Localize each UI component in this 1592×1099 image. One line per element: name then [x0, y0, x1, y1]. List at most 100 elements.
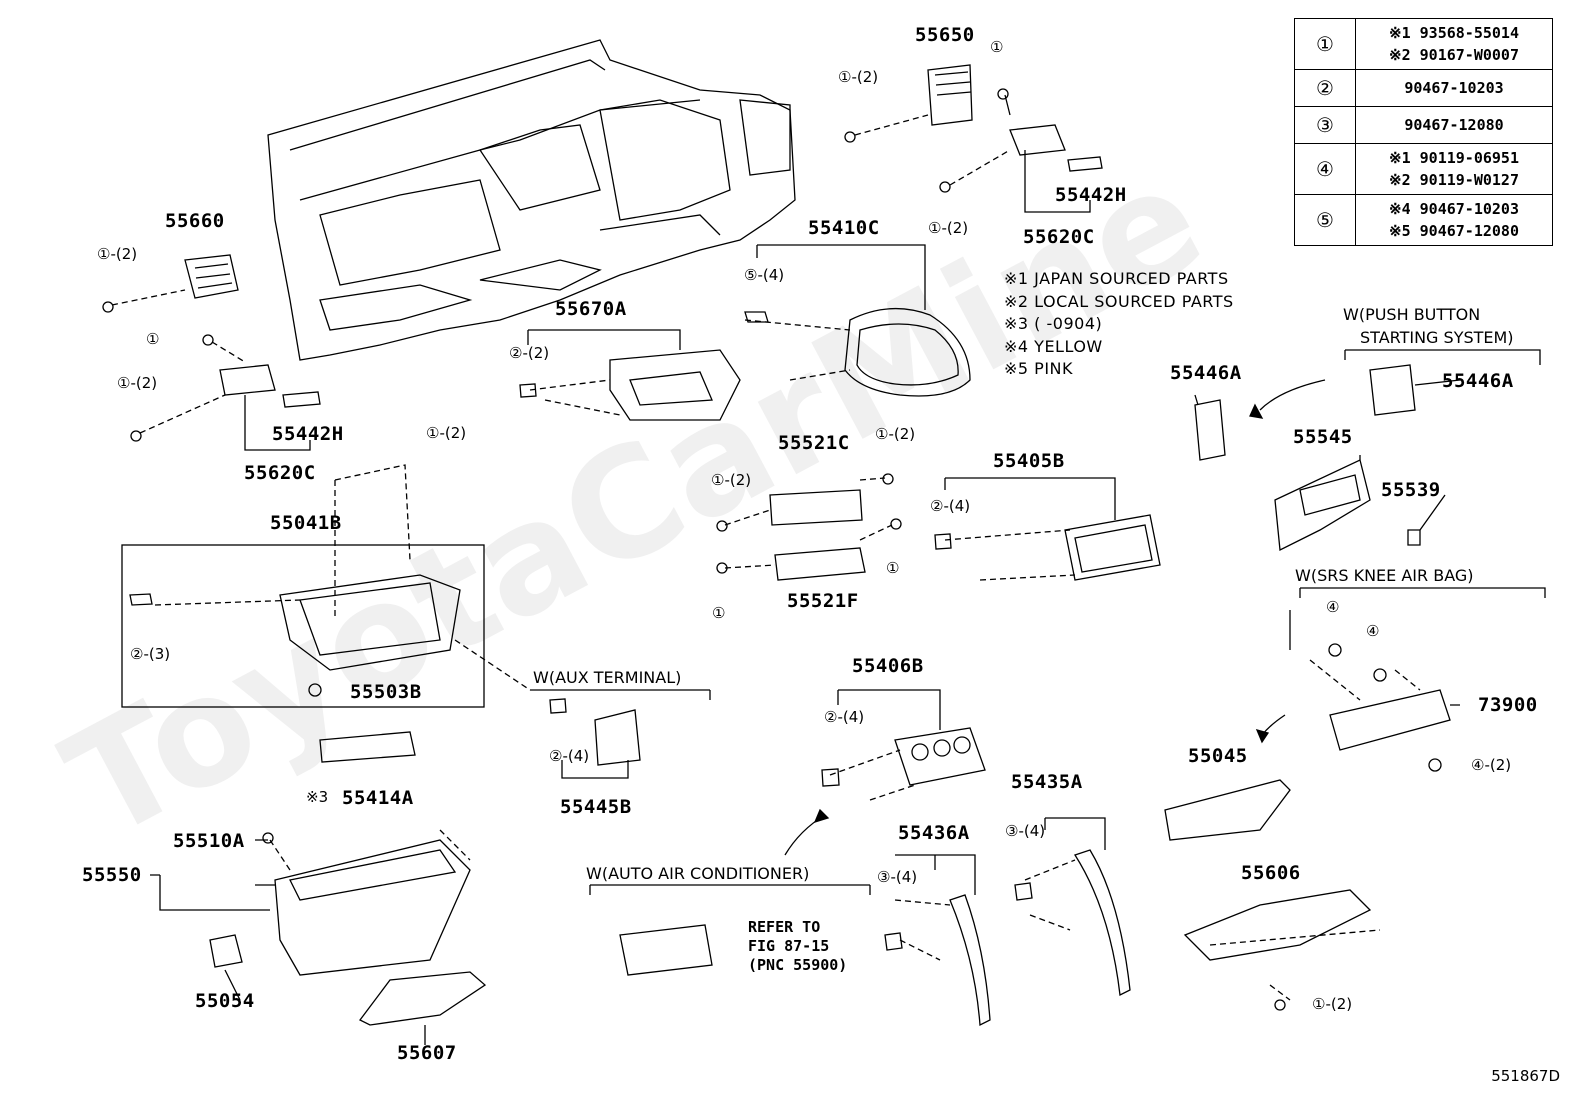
legend-symbol: ④ — [1294, 143, 1356, 195]
lower-panel-55045-drawing — [1164, 779, 1291, 841]
legend-row: ① ※1 93568-55014 ※2 90167-W0007 — [1294, 18, 1553, 70]
part-55045: 55045 — [1188, 745, 1248, 767]
part-55660: 55660 — [165, 210, 225, 232]
callout-1-2: ①-(2) — [928, 219, 969, 237]
legend-line: ※1 93568-55014 — [1389, 24, 1519, 42]
callout-5-4: ⑤-(4) — [744, 266, 785, 284]
part-55545: 55545 — [1293, 426, 1353, 448]
callout-2-4: ②-(4) — [930, 497, 971, 515]
callout-2-2: ②-(2) — [509, 344, 550, 362]
fastener-legend-table: ① ※1 93568-55014 ※2 90167-W0007 ② 90467-… — [1294, 18, 1553, 246]
condition-push-button-2: STARTING SYSTEM) — [1360, 328, 1514, 347]
aux-drawing — [454, 639, 711, 779]
legend-line: ※5 90467-12080 — [1389, 222, 1519, 240]
callout-1-2: ①-(2) — [711, 471, 752, 489]
legend-row: ③ 90467-12080 — [1294, 106, 1553, 144]
part-55435a: 55435A — [1011, 771, 1083, 793]
vent-top-drawing — [844, 64, 1011, 143]
callout-1-2: ①-(2) — [117, 374, 158, 392]
switch-right-drawing — [939, 124, 1103, 213]
legend-value: 90467-10203 — [1355, 69, 1553, 107]
switch-55539-drawing — [1407, 529, 1421, 546]
part-73900: 73900 — [1478, 694, 1538, 716]
push-button-drawing — [1194, 349, 1541, 461]
part-55446a-left: 55446A — [1170, 362, 1242, 384]
callout-3-4: ③-(4) — [1005, 822, 1046, 840]
legend-line: ※2 90119-W0127 — [1389, 171, 1519, 189]
legend-line: ※4 90467-10203 — [1389, 200, 1519, 218]
legend-symbol: ③ — [1294, 106, 1356, 144]
legend-line: 90467-10203 — [1404, 79, 1504, 97]
part-55442h-left: 55442H — [272, 423, 344, 445]
part-55670a: 55670A — [555, 298, 627, 320]
part-55606: 55606 — [1241, 862, 1301, 884]
part-55607: 55607 — [397, 1042, 457, 1064]
part-55521f: 55521F — [787, 590, 859, 612]
callout-2-4: ②-(4) — [549, 747, 590, 765]
part-55405b: 55405B — [993, 450, 1065, 472]
legend-value: ※1 93568-55014 ※2 90167-W0007 — [1355, 18, 1553, 70]
callout-1-2: ①-(2) — [875, 425, 916, 443]
callout-4: ④ — [1326, 598, 1340, 616]
part-55436a: 55436A — [898, 822, 970, 844]
part-55510a: 55510A — [173, 830, 245, 852]
part-55041b: 55041B — [270, 512, 342, 534]
callout-1: ① — [712, 604, 726, 622]
part-55442h-right: 55442H — [1055, 184, 1127, 206]
legend-row: ④ ※1 90119-06951 ※2 90119-W0127 — [1294, 143, 1553, 195]
note-3: ※3 ( -0904) — [1004, 314, 1103, 333]
callout-4: ④ — [1366, 622, 1380, 640]
callout-1-2: ①-(2) — [838, 68, 879, 86]
instrument-panel-drawing — [267, 39, 796, 361]
lower-cover-drawing — [359, 971, 487, 1026]
note-1: ※1 JAPAN SOURCED PARTS — [1004, 269, 1229, 288]
note-4: ※4 YELLOW — [1004, 336, 1103, 356]
condition-push-button: W(PUSH BUTTON — [1343, 305, 1481, 324]
part-55414a: 55414A — [342, 787, 414, 809]
legend-symbol: ② — [1294, 69, 1356, 107]
auto-ac-drawing — [589, 808, 871, 976]
legend-line: 90467-12080 — [1404, 116, 1504, 134]
callout-4-2: ④-(2) — [1471, 756, 1512, 774]
legend-value: ※4 90467-10203 ※5 90467-12080 — [1355, 194, 1553, 246]
reinforcement-drawing — [1183, 889, 1381, 1011]
part-55620c-right: 55620C — [1023, 226, 1095, 248]
callout-3-4: ③-(4) — [877, 868, 918, 886]
part-55406b: 55406B — [852, 655, 924, 677]
part-55650: 55650 — [915, 24, 975, 46]
part-55503b: 55503B — [350, 681, 422, 703]
display-drawing — [934, 477, 1161, 581]
part-55054: 55054 — [195, 990, 255, 1012]
glove-box-drawing — [150, 829, 471, 976]
part-55521c: 55521C — [778, 432, 850, 454]
center-panel-drawing — [519, 329, 741, 421]
part-55445b: 55445B — [560, 796, 632, 818]
note-5: ※5 PINK — [1004, 359, 1073, 378]
refer-note: REFER TO FIG 87-15 (PNC 55900) — [748, 918, 848, 974]
condition-auto-ac: W(AUTO AIR CONDITIONER) — [586, 864, 810, 883]
lower-panel-drawing — [1274, 459, 1371, 552]
callout-1: ① — [990, 38, 1004, 56]
legend-value: ※1 90119-06951 ※2 90119-W0127 — [1355, 143, 1553, 195]
callout-1: ① — [146, 330, 160, 348]
callout-1-2: ①-(2) — [1312, 995, 1353, 1013]
part-55620c-left: 55620C — [244, 462, 316, 484]
legend-value: 90467-12080 — [1355, 106, 1553, 144]
callout-2-3: ②-(3) — [130, 645, 171, 663]
condition-knee-airbag: W(SRS KNEE AIR BAG) — [1295, 566, 1474, 585]
cluster-hood-drawing — [744, 244, 971, 397]
legend-row: ② 90467-10203 — [1294, 69, 1553, 107]
legend-line: ※1 90119-06951 — [1389, 149, 1519, 167]
tray-drawing — [319, 731, 416, 763]
glovebox-drawing — [129, 464, 461, 697]
callout-1-2: ①-(2) — [426, 424, 467, 442]
figure-code: 551867D — [1491, 1067, 1560, 1085]
legend-symbol: ① — [1294, 18, 1356, 70]
pillar-drawing — [884, 817, 1131, 1027]
part-55414a-note: ※3 — [306, 788, 329, 806]
legend-symbol: ⑤ — [1294, 194, 1356, 246]
part-55446a-right: 55446A — [1442, 370, 1514, 392]
vent-left-drawing — [102, 254, 239, 313]
